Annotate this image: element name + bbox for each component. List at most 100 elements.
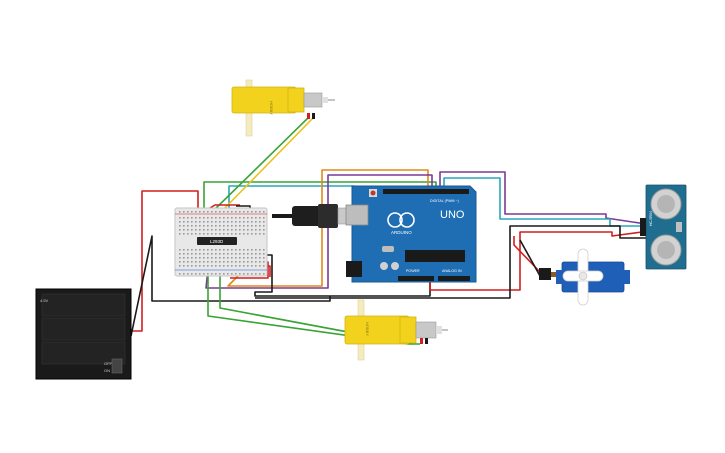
arduino-logo-text: ARDUINO (391, 230, 412, 235)
breadboard-hole (211, 211, 213, 213)
breadboard-hole (259, 253, 261, 255)
breadboard-hole (223, 257, 225, 259)
arduino-usb-port (345, 204, 369, 226)
driver-chip (197, 237, 237, 245)
breadboard-hole (235, 261, 237, 263)
breadboard-hole (239, 225, 241, 227)
breadboard-hole (247, 261, 249, 263)
arduino-model: UNO (440, 209, 465, 221)
breadboard-hole (207, 217, 209, 219)
breadboard-hole (263, 233, 265, 235)
breadboard-hole (215, 273, 217, 275)
breadboard-hole (239, 265, 241, 267)
breadboard-hole (207, 253, 209, 255)
breadboard-hole (219, 273, 221, 275)
breadboard-hole (195, 249, 197, 251)
motor-top-gearbox (231, 86, 297, 114)
breadboard-hole (247, 211, 249, 213)
breadboard-hole (199, 225, 201, 227)
breadboard-hole (187, 217, 189, 219)
breadboard-hole (259, 233, 261, 235)
breadboard-hole (251, 221, 253, 223)
breadboard-hole (195, 233, 197, 235)
arduino-mcu-chip (405, 250, 465, 262)
breadboard-hole (239, 257, 241, 259)
breadboard-hole (239, 221, 241, 223)
breadboard-hole (251, 261, 253, 263)
breadboard-hole (191, 229, 193, 231)
breadboard-hole (215, 211, 217, 213)
breadboard-hole (227, 253, 229, 255)
breadboard-hole (203, 221, 205, 223)
breadboard-hole (259, 221, 261, 223)
breadboard-hole (183, 225, 185, 227)
breadboard-hole (255, 233, 257, 235)
servo-motor (539, 248, 630, 306)
breadboard-hole (251, 229, 253, 231)
breadboard-hole (239, 217, 241, 219)
motor-bottom-gearbox (344, 315, 410, 345)
breadboard-hole (179, 229, 181, 231)
breadboard-hole (183, 233, 185, 235)
breadboard-hole (207, 229, 209, 231)
breadboard-hole (231, 249, 233, 251)
breadboard-hole (183, 221, 185, 223)
breadboard: L293D (174, 207, 268, 277)
breadboard-hole (211, 225, 213, 227)
breadboard-hole (263, 265, 265, 267)
breadboard-hole (191, 225, 193, 227)
breadboard-hole (207, 225, 209, 227)
breadboard-hole (179, 225, 181, 227)
breadboard-hole (199, 265, 201, 267)
breadboard-hole (239, 249, 241, 251)
breadboard-hole (227, 265, 229, 267)
breadboard-hole (183, 253, 185, 255)
breadboard-hole (219, 225, 221, 227)
breadboard-hole (251, 253, 253, 255)
breadboard-hole (231, 225, 233, 227)
breadboard-hole (227, 273, 229, 275)
breadboard-hole (203, 249, 205, 251)
breadboard-hole (207, 233, 209, 235)
breadboard-hole (219, 261, 221, 263)
ultrasonic-sensor: HC-SR04 (640, 184, 687, 270)
breadboard-hole (251, 225, 253, 227)
motor-top-housing (287, 87, 305, 113)
breadboard-hole (191, 211, 193, 213)
breadboard-hole (191, 273, 193, 275)
breadboard-hole (255, 273, 257, 275)
breadboard-hole (239, 233, 241, 235)
breadboard-hole (183, 273, 185, 275)
arduino-crystal (382, 246, 394, 252)
breadboard-hole (263, 217, 265, 219)
wire-servo-red (513, 236, 541, 273)
breadboard-hole (187, 225, 189, 227)
breadboard-hole (203, 217, 205, 219)
breadboard-hole (219, 253, 221, 255)
breadboard-hole (187, 253, 189, 255)
breadboard-hole (219, 221, 221, 223)
breadboard-hole (263, 211, 265, 213)
breadboard-hole (211, 261, 213, 263)
breadboard-hole (263, 257, 265, 259)
breadboard-hole (219, 257, 221, 259)
breadboard-hole (215, 253, 217, 255)
usb-cable (272, 204, 359, 228)
breadboard-hole (191, 217, 193, 219)
breadboard-hole (251, 273, 253, 275)
ultrasonic-header (640, 218, 646, 236)
breadboard-holes (179, 211, 265, 275)
breadboard-hole (231, 253, 233, 255)
breadboard-hole (259, 229, 261, 231)
breadboard-hole (199, 257, 201, 259)
breadboard-hole (227, 221, 229, 223)
breadboard-hole (247, 217, 249, 219)
breadboard-hole (255, 257, 257, 259)
arduino-power-jack (346, 261, 362, 277)
breadboard-hole (187, 249, 189, 251)
breadboard-hole (235, 229, 237, 231)
motor-top-end (322, 97, 328, 103)
usb-cable-cord (272, 214, 292, 218)
breadboard-hole (247, 249, 249, 251)
